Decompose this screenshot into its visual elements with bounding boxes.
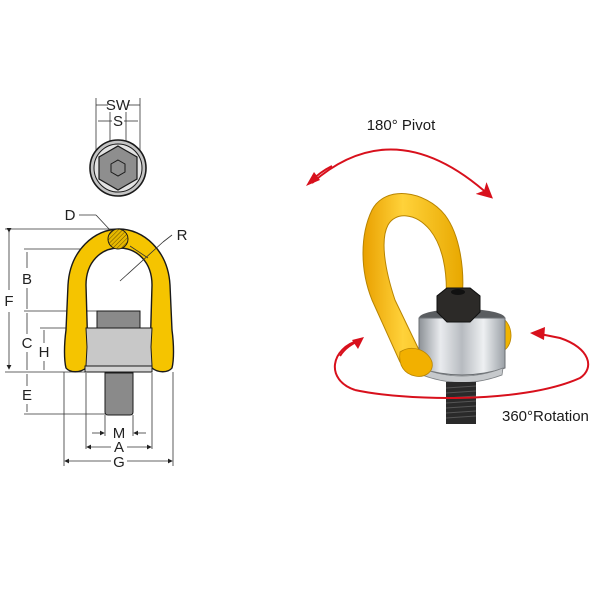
rotation-arrow-head-left [352, 337, 364, 349]
body [85, 327, 153, 367]
dim-label-b: B [22, 271, 32, 288]
product-photo: 180° Pivot [306, 117, 590, 425]
dim-label-c: C [22, 335, 33, 352]
flange [84, 365, 153, 373]
rotation-arrow-head-right [530, 327, 545, 340]
section-d [107, 228, 129, 250]
dim-label-e: E [22, 387, 32, 404]
pivot-label: 180° Pivot [367, 117, 436, 134]
dim-label-m: M [113, 425, 126, 442]
bow [63, 228, 175, 373]
rotation-arrow [354, 333, 590, 399]
dim-label-d: D [65, 207, 76, 224]
rotation-label: 360°Rotation [502, 408, 589, 425]
dim-label-s: S [113, 113, 123, 130]
dim-label-a: A [114, 439, 124, 456]
dim-label-f: F [4, 293, 13, 310]
dim-label-g: G [113, 454, 125, 471]
pivot-arrow-head-left [306, 172, 320, 186]
threaded-shank [104, 372, 134, 416]
dim-label-h: H [39, 344, 50, 361]
dim-label-r: R [177, 227, 188, 244]
hex-socket [110, 159, 126, 177]
dim-label-sw: SW [106, 97, 131, 114]
front-view-drawing: F B C H E D R [4, 207, 187, 471]
pivot-arrow [311, 148, 493, 199]
hex-head-side [96, 310, 141, 329]
top-view-drawing: SW S [89, 97, 147, 197]
